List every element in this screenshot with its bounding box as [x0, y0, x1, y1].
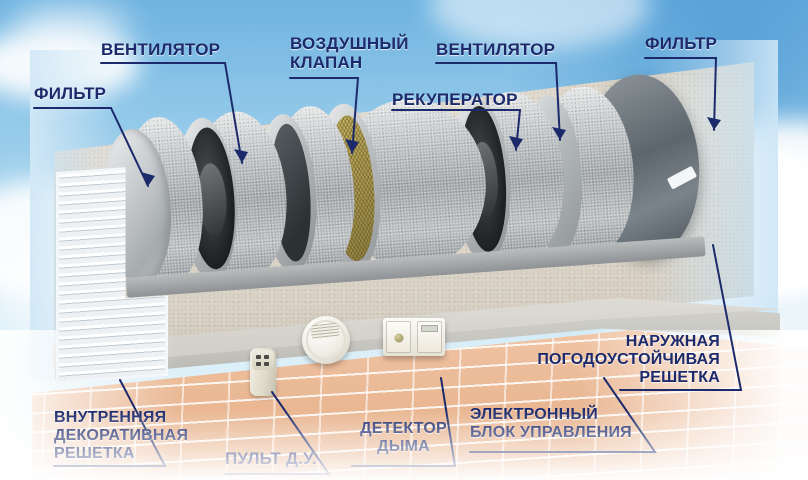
remote-button	[264, 355, 269, 359]
remote-control-device	[250, 348, 276, 396]
control-display	[421, 325, 438, 332]
label-filtr-right-line1: ФИЛЬТР	[645, 34, 718, 53]
label-klapan-line1: ВОЗДУШНЫЙ	[290, 34, 409, 53]
remote-head	[252, 350, 274, 370]
detector-vents	[310, 322, 340, 340]
label-naruzhnaya-line1: НАРУЖНАЯ	[625, 333, 720, 350]
label-naruzhnaya-line3: РЕШЕТКА	[639, 368, 720, 386]
label-naruzhnaya-reshetka: НАРУЖНАЯ ПОГОДОУСТОЙЧИВАЯ РЕШЕТКА	[480, 333, 720, 387]
label-naruzhnaya-line2: ПОГОДОУСТОЙЧИВАЯ	[537, 350, 720, 368]
cloud-upper-left	[10, 4, 130, 50]
label-filtr-right: ФИЛЬТР	[645, 34, 717, 53]
underline-rekuperator	[392, 109, 521, 111]
underline-filtr-left	[34, 107, 112, 109]
label-rekuperator: РЕКУПЕРАТОР	[392, 90, 518, 109]
control-panel-left	[386, 321, 411, 353]
underline-ventilyator-right	[436, 62, 557, 64]
smoke-detector-device	[302, 316, 350, 364]
label-ventilyator-right-line1: ВЕНТИЛЯТОР	[436, 40, 556, 59]
label-ventilyator-left: ВЕНТИЛЯТОР	[101, 40, 220, 59]
underline-filtr-right	[645, 57, 717, 59]
label-filtr-left: ФИЛЬТР	[34, 84, 106, 103]
label-filtr-left-line1: ФИЛЬТР	[34, 84, 107, 103]
label-ventilyator-right: ВЕНТИЛЯТОР	[436, 40, 555, 59]
label-ventilyator-left-line1: ВЕНТИЛЯТОР	[101, 40, 221, 59]
detector-ring	[306, 320, 346, 360]
bottom-white-fade	[0, 410, 808, 480]
remote-button	[256, 362, 261, 366]
control-knob	[394, 333, 403, 343]
control-panel-device	[383, 318, 445, 356]
underline-klapan	[290, 77, 359, 79]
control-panel-right	[417, 321, 442, 353]
label-vozdushny-klapan: ВОЗДУШНЫЙ КЛАПАН	[290, 34, 409, 72]
label-klapan-line2: КЛАПАН	[290, 53, 363, 73]
label-rekuperator-line1: РЕКУПЕРАТОР	[392, 90, 518, 109]
remote-button	[264, 362, 269, 366]
underline-naruzhnaya	[620, 389, 742, 391]
underline-ventilyator-left	[101, 62, 226, 64]
ventilation-unit	[84, 70, 707, 332]
remote-button	[256, 355, 261, 359]
